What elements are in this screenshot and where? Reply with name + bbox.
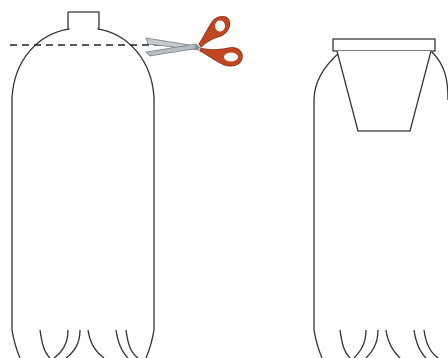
bottle-foot-r1: [340, 330, 350, 358]
scissor-handle-upper-hole: [215, 21, 225, 32]
bottle-outline-icon: [12, 12, 154, 358]
bottle-foot-2: [54, 330, 68, 358]
scissor-handle-upper: [199, 16, 230, 47]
left-bottle: [12, 12, 154, 358]
scissors-icon: [146, 16, 242, 66]
bottle-foot-r6: [424, 330, 438, 358]
bottle-foot-6: [126, 330, 138, 358]
funnel-rim: [333, 39, 435, 51]
bottle-foot-4: [88, 330, 104, 358]
inverted-funnel-top-icon: [337, 51, 431, 131]
scissor-handle-lower-hole: [224, 53, 238, 62]
scissor-pivot: [195, 45, 199, 49]
right-bottle: [314, 39, 448, 358]
bottle-foot-1: [40, 330, 50, 358]
bottle-foot-r3: [366, 330, 378, 358]
bottle-foot-r2: [354, 330, 366, 358]
bottle-foot-r4: [386, 330, 400, 358]
